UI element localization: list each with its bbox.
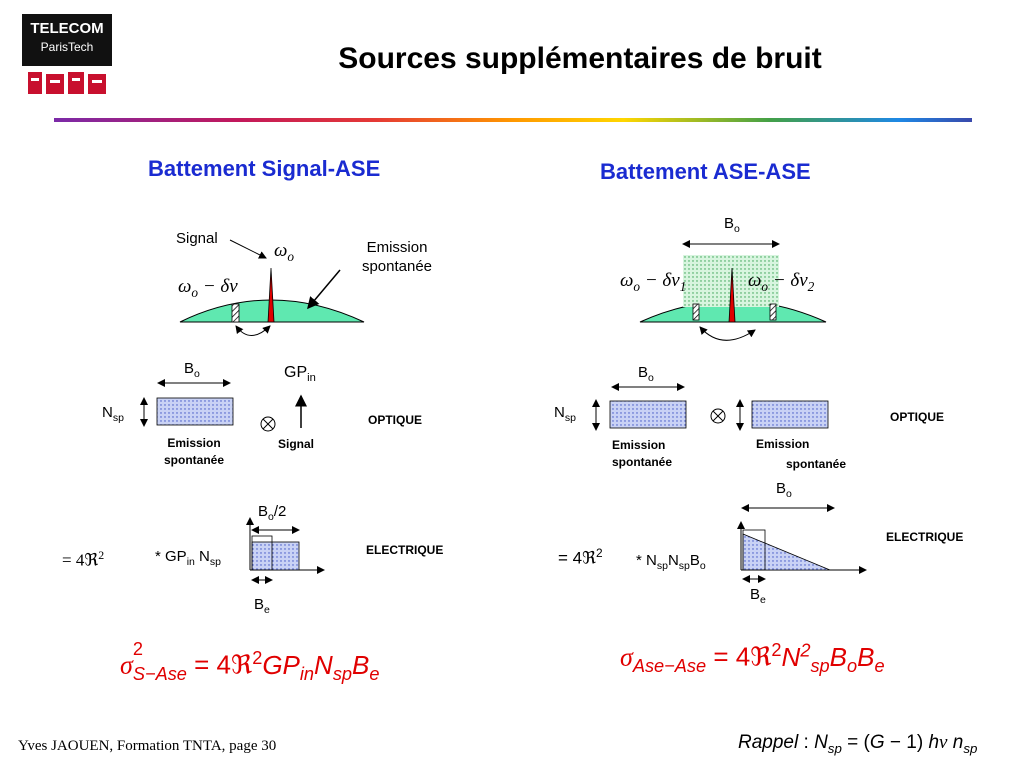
right-bo-label: Bo (638, 364, 654, 384)
right-noise-slice-2 (769, 303, 777, 321)
right-elec-filter (742, 529, 766, 571)
left-signal-small-label: Signal (278, 437, 315, 451)
omega-minus-dnu-label: ωo − δν (178, 276, 238, 300)
right-ase-box-1 (609, 400, 687, 429)
left-be-label: Be (254, 596, 270, 616)
omega-o-label: ωo (274, 240, 295, 264)
right-product-symbol (710, 408, 726, 424)
right-emission-label-2a: Emission (756, 437, 810, 451)
right-bo-top-label: Bo (724, 215, 740, 235)
logo-box: TELECOM ParisTech (22, 14, 112, 66)
signal-pointer-arrow (229, 239, 267, 259)
right-ase-box-2 (751, 400, 829, 429)
logo-bottom-text: ParisTech (40, 40, 94, 54)
rainbow-divider (54, 118, 972, 122)
right-signal-peak (728, 267, 736, 323)
right-product-label: * NspNspBo (636, 552, 706, 572)
right-bo-elec-label: Bo (776, 480, 792, 500)
right-electrique-label: ELECTRIQUE (886, 530, 964, 544)
right-formula: σAse−Ase = 4ℜ2N2spBoBe (620, 640, 885, 676)
right-heading: Battement ASE-ASE (600, 159, 811, 184)
bo-half-label: Bo/2 (258, 503, 287, 523)
left-ase-box (156, 397, 234, 426)
left-noise-slice (231, 303, 240, 323)
logo-top-text: TELECOM (30, 20, 104, 37)
right-nsp-label: Nsp (554, 404, 576, 424)
footer-text: Yves JAOUEN, Formation TNTA, page 30 (18, 738, 277, 754)
left-nsp-label: Nsp (102, 404, 124, 424)
right-factor: = 4ℜ2 (558, 546, 603, 568)
left-elec-filter (251, 535, 273, 571)
left-electrique-label: ELECTRIQUE (366, 543, 444, 557)
right-optique-label: OPTIQUE (890, 410, 945, 424)
left-optique-label: OPTIQUE (368, 413, 423, 427)
left-bo-label: Bo (184, 360, 200, 380)
right-elec-triangle (742, 533, 831, 571)
emission-label: Emission spontanée (361, 239, 433, 275)
left-elec-spectrum (251, 541, 300, 571)
gp-in-label: GPin (284, 364, 316, 385)
left-signal-peak (267, 267, 275, 323)
left-beat-arrow (235, 325, 271, 336)
left-product-label: * GPin Nsp (155, 548, 221, 568)
left-product-symbol (260, 416, 276, 432)
right-emission-label-2b: spontanée (786, 457, 847, 471)
omega-dnu1-label: ωo − δν1 (620, 270, 687, 294)
right-beat-arrow (699, 326, 756, 341)
page-title: Sources supplémentaires de bruit (338, 42, 822, 75)
left-factor: = 4ℜ2 (62, 548, 105, 570)
rappel-formula: Rappel : Nsp = (G − 1) hν nsp (738, 732, 978, 756)
right-emission-label-1: Emission spontanée (612, 438, 673, 469)
right-be-label: Be (750, 586, 766, 606)
right-noise-slice-1 (692, 303, 700, 321)
signal-label: Signal (176, 230, 218, 247)
omega-dnu2-label: ωo − δν2 (748, 270, 815, 294)
emission-pointer-arrow (307, 269, 341, 310)
logo-red-glyphs (28, 72, 106, 94)
left-emission-box-label: Emission spontanée (163, 436, 224, 467)
left-heading: Battement Signal-ASE (148, 156, 381, 181)
telecom-paristech-logo: TELECOM ParisTech (22, 14, 112, 98)
